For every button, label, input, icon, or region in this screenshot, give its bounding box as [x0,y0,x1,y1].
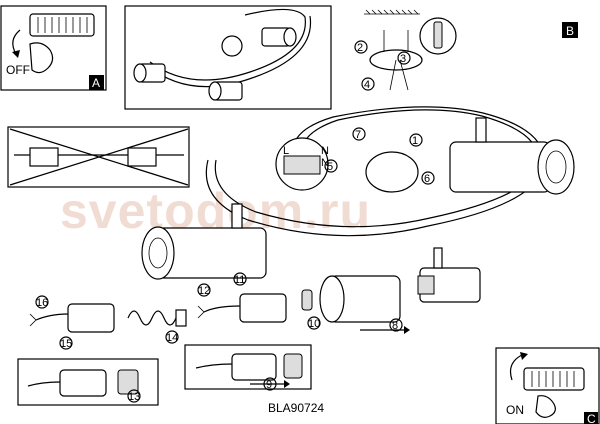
step-9-label: 9 [266,379,272,391]
step-9-marker [263,377,277,391]
ceiling-hatch [364,9,420,15]
step-13-marker [127,389,141,403]
step-7-marker [352,127,366,141]
terminal-n-label-1: N [321,145,329,157]
step-8-marker [389,318,403,332]
subpanel-9: 9 [184,344,312,391]
panel-a: OFF A [0,5,107,91]
spot-a-icon [29,147,59,167]
panel-b-letter: B [566,24,574,38]
step-3-label: 3 [400,53,406,65]
fuse-box-on-icon [523,367,585,391]
step-2-label: 2 [357,42,363,54]
terminal-l-label: L [283,145,289,157]
spot-b-icon [127,147,157,167]
step-5-label: 5 [327,161,333,173]
step-8-label: 8 [392,320,398,332]
step-12-label: 12 [198,285,210,297]
panel-c-frame [495,347,600,424]
lamp-overview-panel [124,5,332,110]
step-15-marker [59,336,73,350]
on-label: ON [506,403,524,417]
step-4-marker [361,77,375,91]
panel-a-letter: A [92,76,100,90]
step-4-label: 4 [364,79,370,91]
step-10-label: 10 [308,318,320,330]
ring-icon [301,289,313,311]
bulb-exchange-left: 16 15 14 [29,295,187,350]
step-16-marker [35,295,49,309]
energy-saving-bulb-icon [127,310,177,326]
step-1-marker [409,133,423,147]
step-10-marker [307,316,321,330]
panel-c-badge [584,412,598,424]
wrong-orientation-frame [7,126,190,188]
step-6-label: 6 [424,173,430,185]
step-13-label: 13 [128,391,140,403]
step-5-marker [324,159,338,173]
step-12-marker [197,283,211,297]
subpanel-13-frame [17,358,159,406]
step-7-label: 7 [355,129,361,141]
main-lamp-drawing: L N N 1 5 6 7 [141,106,575,303]
hand-on-icon [535,395,556,418]
subpanel-9-frame [184,344,312,390]
panel-c-letter: C [587,412,596,424]
panel-a-frame [0,5,107,91]
canopy-icon [221,35,243,57]
terminal-n-label-2: N [321,157,329,169]
lamp-body-icon [67,303,115,333]
panel-b: B 2 3 4 [354,9,578,91]
step-11-label: 11 [234,274,245,286]
bulb-exchange-right: 11 12 [197,272,287,323]
step-16-label: 16 [36,297,48,309]
model-code: BLA90724 [268,401,324,415]
step-1-label: 1 [412,135,418,147]
panel-b-badge [562,22,578,38]
step-15-label: 15 [60,338,72,350]
step-14-marker [165,330,179,344]
panel-c: ON C [495,347,600,424]
fuse-box-icon [29,13,95,37]
step-3-marker [397,51,411,65]
subpanel-13: 13 [17,358,159,406]
wrong-orientation-panel [7,126,190,188]
hand-icon [29,42,54,74]
shade-exploded-view: 8 10 [301,275,410,334]
step-11-marker [233,272,247,286]
overview-frame [124,5,332,110]
main-canopy-icon [365,151,419,193]
off-label: OFF [6,63,30,77]
cross-out-line-2 [9,128,189,186]
panel-a-badge [89,75,104,90]
step-6-marker [421,171,435,185]
main-spot-right-icon [449,141,551,193]
step-14-label: 14 [166,332,178,344]
step-2-marker [354,40,368,54]
lamp-socket-icon [239,293,287,323]
